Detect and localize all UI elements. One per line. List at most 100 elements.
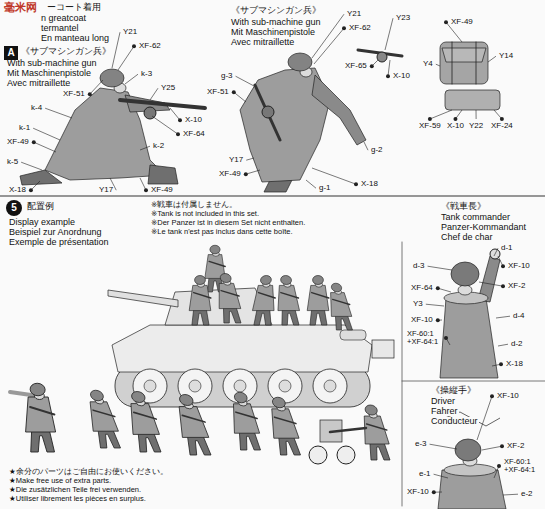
soldier-coat (252, 285, 276, 310)
soldier-helmet (89, 390, 104, 401)
paint-code: XF-10 (410, 316, 434, 324)
heading-text: Avec mitraillette (6, 79, 71, 88)
backpack-flap (442, 48, 486, 62)
soldier-gun (93, 410, 115, 416)
leader-line (364, 142, 368, 150)
coat (440, 298, 498, 378)
part-number: e-3 (414, 440, 428, 448)
soldier-helmet (195, 276, 206, 285)
paint-dot (176, 132, 180, 136)
soldier-coat (307, 285, 329, 310)
heading-text: 《サブマシンガン兵》 (230, 6, 322, 15)
paint-dot (436, 318, 440, 322)
part-number: k-1 (18, 124, 31, 132)
padded-helmet (455, 439, 481, 461)
sub-machine-gun (120, 100, 205, 108)
soldier-figure (22, 383, 57, 452)
paint-code: X-10 (184, 116, 203, 124)
paint-code: X-18 (360, 180, 379, 188)
part-number: Y3 (412, 300, 424, 308)
infantry (10, 383, 392, 460)
sub-machine-gun (255, 85, 280, 140)
leader-line (482, 446, 502, 450)
soldier-legs (136, 432, 161, 452)
soldier-helmet (210, 245, 220, 254)
paint-dot (178, 118, 182, 122)
paint-dot (244, 172, 248, 176)
heading-text: 《サブマシンガン兵》 (20, 47, 112, 56)
soldier-legs (310, 309, 327, 325)
heading-text: Panzer-Kommandant (440, 223, 527, 232)
tank (108, 288, 394, 407)
fuel-drum (340, 330, 366, 340)
leader-line (385, 18, 393, 50)
backpack (440, 42, 488, 84)
tank-commander (440, 249, 500, 378)
heading-text: Chef de char (440, 233, 494, 242)
heading-text: n greatcoat (40, 14, 87, 23)
soldier-helmet (364, 405, 378, 415)
paint-dot (370, 64, 374, 68)
panel-divider (402, 381, 545, 382)
leader-line (170, 108, 180, 120)
strap (452, 42, 453, 84)
soldier-coat (360, 416, 389, 444)
paint-dot (436, 286, 440, 290)
heading-text: Mit Maschinenpistole (6, 69, 92, 78)
hull (112, 325, 372, 372)
soldier-coat (175, 407, 209, 438)
paint-code: XF-24 (490, 122, 514, 130)
paint-dot (144, 188, 148, 192)
soldier-gun (209, 261, 225, 266)
paint-dot (444, 20, 448, 24)
leader-line (246, 158, 254, 160)
note-text: ★余分のパーツはご自由にお使いください。 (8, 468, 169, 476)
part-number: k-3 (140, 70, 153, 78)
part-number: Y21 (122, 28, 138, 36)
step-circle-shape (6, 200, 22, 216)
step-box: A (4, 46, 18, 60)
paint-dot (490, 394, 494, 398)
soldier-gun (134, 412, 156, 419)
paint-dot (88, 92, 92, 96)
soldier-helmet (220, 274, 232, 283)
soldier-helmet (30, 383, 46, 396)
paint-code: XF-49 (6, 138, 30, 146)
paint-code: XF-10 (507, 262, 531, 270)
paint-code: X-18 (8, 186, 27, 194)
leader-line (428, 266, 452, 270)
gun-barrel (108, 290, 178, 307)
paint-code: XF-65 (344, 62, 368, 70)
part-number: d-4 (512, 312, 526, 320)
ammo-box (372, 340, 394, 358)
soldier-coat (23, 397, 55, 432)
soldier-coat (127, 404, 160, 435)
paint-code: XF-2 (506, 442, 525, 450)
leader-line (438, 288, 451, 292)
drum-magazine (262, 106, 274, 118)
paint-dot (500, 444, 504, 448)
part-number: Y23 (395, 14, 411, 22)
soldier-legs (277, 436, 301, 455)
gun-wheel (337, 446, 355, 464)
part-number: d-3 (412, 262, 426, 270)
soldier-gun (367, 424, 387, 430)
paint-code: XF-10 (406, 488, 430, 496)
leader-line (312, 168, 356, 184)
paint-dot (132, 44, 136, 48)
tank-riders (189, 245, 354, 330)
leader-line (498, 344, 508, 346)
leader-line (488, 56, 496, 62)
soldier-helmet (131, 392, 147, 403)
soldier-coat (268, 409, 299, 438)
soldier-legs (334, 315, 353, 330)
wheel-hub (324, 380, 336, 392)
soldier-helmet (234, 392, 248, 403)
leader-line (152, 116, 178, 134)
heading-text: Tank commander (440, 213, 511, 222)
part-number: k-5 (6, 158, 19, 166)
leader-line (503, 494, 518, 496)
paint-code: XF-64 (182, 130, 206, 138)
leader-line (496, 316, 510, 318)
note-text: ★Make free use of extra parts. (8, 477, 112, 485)
